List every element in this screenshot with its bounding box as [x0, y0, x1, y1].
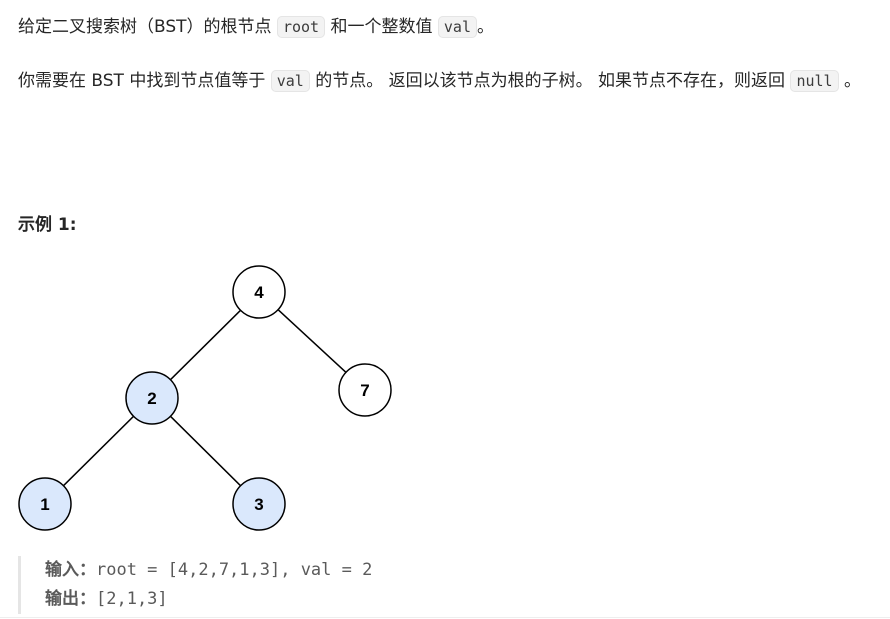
inline-code: null [790, 70, 839, 92]
tree-node-label: 4 [254, 283, 264, 302]
text: 。 [476, 17, 494, 37]
tree-edge [169, 415, 242, 487]
inline-code: val [437, 16, 477, 38]
text: 。 [838, 71, 861, 91]
tree-edge [62, 415, 135, 487]
text: 你需要在 BST 中找到节点值等于 [18, 71, 271, 91]
tree-node [18, 477, 72, 531]
tree-edge [277, 309, 347, 373]
inline-code: root [276, 16, 326, 38]
text: 的节点。 返回以该节点为根的子树。 如果节点不存在，则返回 [309, 71, 791, 91]
tree-node [232, 265, 286, 319]
tree-node-label: 1 [40, 495, 49, 514]
tree-node [232, 477, 286, 531]
divider [0, 617, 890, 618]
input-label: 输入： [45, 560, 96, 580]
output-label: 输出： [45, 589, 96, 609]
text: 给定二叉搜索树（BST）的根节点 [18, 17, 277, 37]
text: 和一个整数值 [325, 17, 438, 37]
input-value: root = [4,2,7,1,3], val = 2 [96, 560, 373, 580]
example-title: 示例 1: [18, 215, 77, 235]
example-io: 输入：root = [4,2,7,1,3], val = 2 输出：[2,1,3… [18, 556, 372, 614]
tree-node-label: 7 [360, 381, 369, 400]
problem-description: 你需要在 BST 中找到节点值等于 val 的节点。 返回以该节点为根的子树。 … [18, 66, 868, 97]
tree-edge [169, 309, 242, 381]
inline-code: val [270, 70, 310, 92]
tree-node [125, 371, 179, 425]
output-value: [2,1,3] [96, 589, 168, 609]
tree-node-label: 2 [147, 389, 156, 408]
tree-node-label: 3 [254, 495, 263, 514]
problem-statement: 给定二叉搜索树（BST）的根节点 root 和一个整数值 val。 [18, 12, 494, 43]
tree-node [338, 363, 392, 417]
